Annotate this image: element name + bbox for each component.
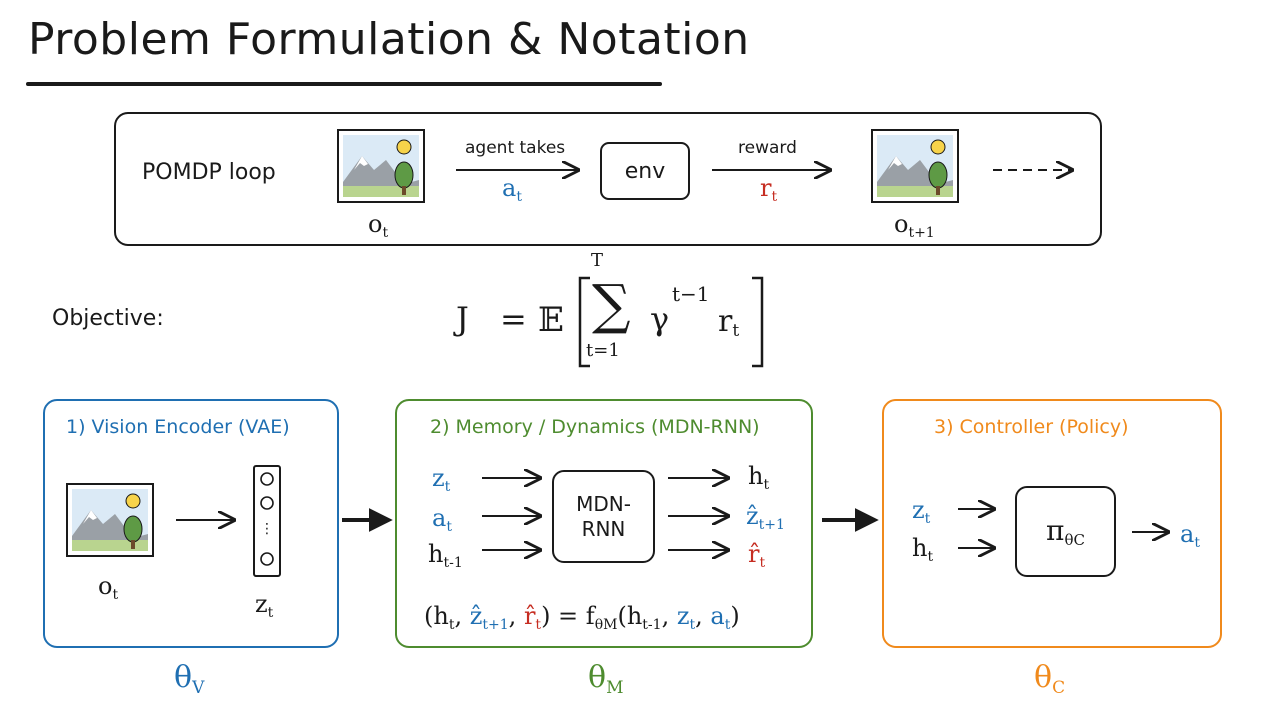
vae-input-ot: ot [98,572,119,603]
mdn-input-zt: zt [432,464,451,495]
sum-upper-limit: T [591,250,604,271]
landscape-image-icon [871,129,959,203]
left-bracket [578,276,590,368]
obs-ot1-label: ot+1 [894,210,935,241]
right-bracket [752,276,764,368]
action-at-label: at [502,174,522,205]
mdn-rnn-panel-title: 2) Memory / Dynamics (MDN-RNN) [430,416,760,438]
mdn-rnn-panel [395,399,813,648]
gamma-symbol: γ [650,300,670,338]
title-underline [26,82,662,86]
vae-latent-zt: zt [255,590,274,621]
vae-panel [43,399,339,648]
objective-label: Objective: [52,306,164,331]
landscape-image-icon [337,129,425,203]
controller-input-ht: ht [912,534,934,565]
agent-takes-label: agent takes [465,138,566,158]
theta-v-label: θV [174,660,205,698]
reward-label: reward [738,138,797,158]
mdn-input-ht-1: ht-1 [428,540,463,571]
env-box: env [600,142,690,200]
controller-input-zt: zt [912,496,931,527]
latent-vector-icon [253,465,281,577]
landscape-image-icon [66,483,154,557]
objective-J: J [456,300,469,338]
policy-pi-label: πθC [1046,514,1085,549]
objective-reward: rt [718,304,740,341]
controller-panel [882,399,1222,648]
sum-lower-limit: t=1 [586,340,620,361]
objective-equals: = [500,300,527,338]
theta-m-label: θM [588,660,624,698]
policy-box: πθC [1015,486,1116,577]
controller-panel-title: 3) Controller (Policy) [934,416,1129,438]
mdn-rnn-box: MDN-RNN [552,470,655,563]
vae-panel-title: 1) Vision Encoder (VAE) [66,416,290,438]
pomdp-loop-panel [114,112,1102,246]
reward-rt-label: rt [760,174,778,205]
mdn-output-ht: ht [748,462,770,493]
theta-c-label: θC [1034,660,1066,698]
latent-dots: ⋮ [260,521,274,537]
mdn-input-at: at [432,504,452,535]
objective-expectation: 𝔼 [538,300,564,340]
controller-output-at: at [1180,520,1200,551]
env-label: env [624,158,666,184]
mdn-output-rhat: r̂t [748,540,766,571]
gamma-exponent: t−1 [672,282,710,306]
mdn-output-zhat: ẑt+1 [746,502,785,533]
pomdp-loop-label: POMDP loop [142,160,276,185]
page-title: Problem Formulation & Notation [28,14,750,65]
mdn-equation: (ht, ẑt+1, r̂t) = fθM(ht-1, zt, at) [424,602,740,633]
sum-symbol: ∑ [592,273,631,336]
obs-ot-label: ot [368,210,389,241]
